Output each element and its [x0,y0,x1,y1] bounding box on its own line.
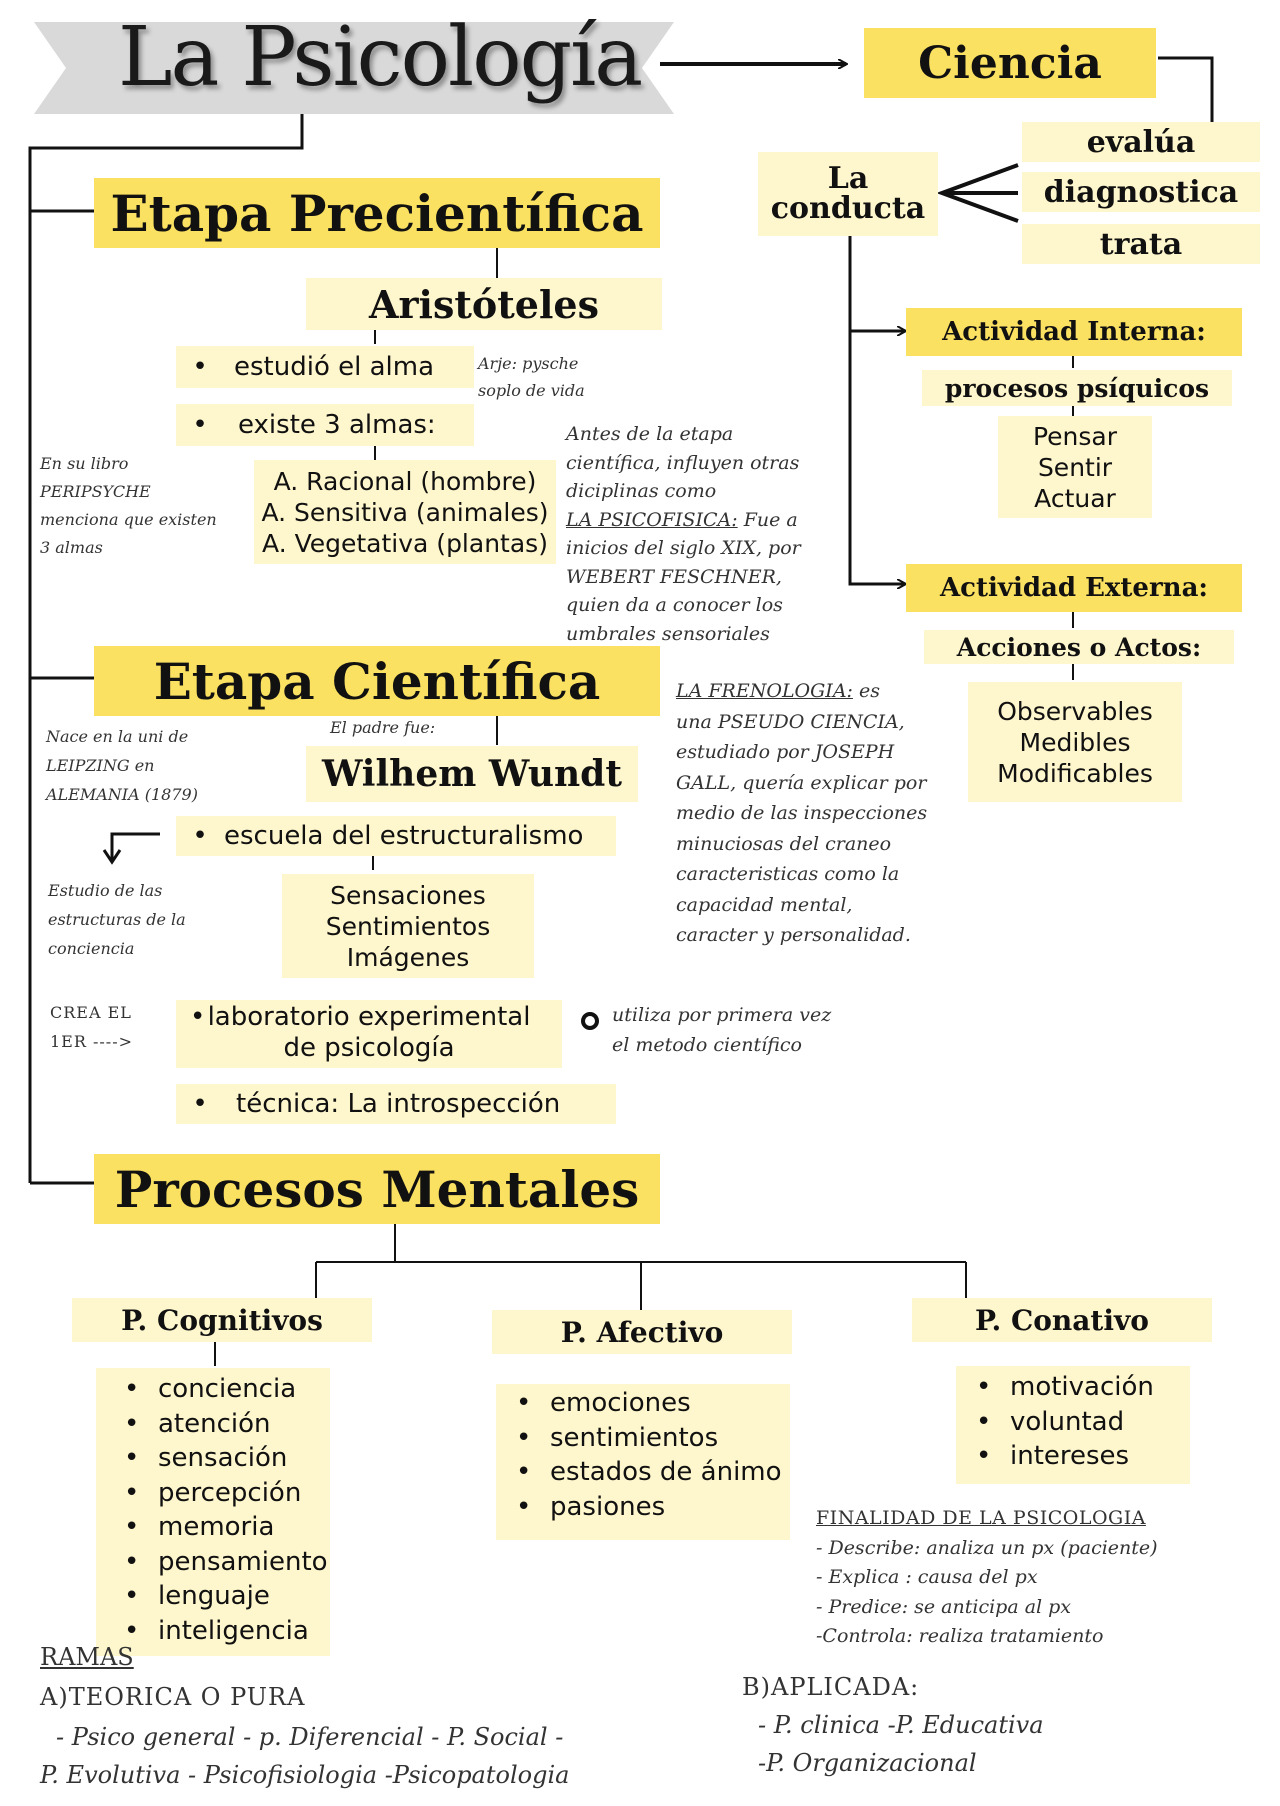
alma-racional: A. Racional (hombre) [273,466,537,496]
item-sentimientos: Sentimientos [325,911,491,941]
note-crea: CREA EL 1ER ----> [50,1003,134,1051]
finalidad-title: FINALIDAD DE LA PSICOLOGIA [816,1507,1146,1529]
list-item: motivación [968,1370,1190,1405]
note-nace: Nace en la uni de LEIPZING en ALEMANIA (… [46,727,198,804]
finalidad-item: - Describe: analiza un px (paciente) [816,1536,1158,1559]
actividad-interna-items: Pensar Sentir Actuar [998,416,1152,518]
list-item: conciencia [116,1372,330,1407]
list-item: emociones [508,1386,790,1421]
frenologia-label: LA FRENOLOGIA: [676,680,853,702]
conativo-list: motivación voluntad intereses [968,1370,1190,1474]
bullet-estudio-alma: •estudió el alma [176,346,474,388]
actividad-interna-box: Actividad Interna: [906,308,1242,356]
ramas-teorica-title: A)TEORICA O PURA [40,1683,306,1711]
page-title: La Psicología [118,10,643,105]
item-sentir: Sentir [1037,452,1113,482]
list-item: estados de ánimo [508,1455,790,1490]
acciones-actos-box: Acciones o Actos: [924,630,1234,664]
ramas-title: RAMAS [40,1643,134,1671]
procesos-mentales-box: Procesos Mentales [94,1154,660,1224]
afectivo-list-box: emociones sentimientos estados de ánimo … [496,1384,790,1540]
p-cognitivos-box: P. Cognitivos [72,1298,372,1342]
finalidad-item: -Controla: realiza tratamiento [816,1625,1104,1647]
item-modificables: Modificables [997,758,1153,788]
item-actuar: Actuar [1034,483,1116,513]
p-conativo-box: P. Conativo [912,1298,1212,1342]
etapa-precientifica-box: Etapa Precientífica [94,178,660,248]
actividad-externa-box: Actividad Externa: [906,564,1242,612]
bullet-laboratorio: • laboratorio experimental de psicología [176,1000,562,1068]
verb-evalua: evalúa [1022,122,1260,162]
cognitivos-list-box: conciencia atención sensación percepción… [96,1368,330,1656]
list-item: inteligencia [116,1614,330,1649]
list-item: voluntad [968,1405,1190,1440]
cognitivos-list: conciencia atención sensación percepción… [116,1372,330,1648]
bullet-tecnica: •técnica: La introspección [176,1084,616,1124]
ramas-teorica-line1: - Psico general - p. Diferencial - P. So… [56,1723,564,1751]
list-item: lenguaje [116,1579,330,1614]
list-item: percepción [116,1476,330,1511]
conativo-list-box: motivación voluntad intereses [956,1366,1190,1484]
list-item: pasiones [508,1490,790,1525]
conducta-line2: conducta [770,191,926,226]
note-frenologia: LA FRENOLOGIA: es una PSEUDO CIENCIA, es… [676,680,928,946]
alma-vegetativa: A. Vegetativa (plantas) [262,528,548,558]
ciencia-box: Ciencia [864,28,1156,98]
aristoteles-box: Aristóteles [306,278,662,330]
ramas-aplicada-line2: -P. Organizacional [758,1749,977,1777]
procesos-psiquicos-box: procesos psíquicos [922,370,1232,406]
note-utiliza: utiliza por primera vez el metodo cientí… [612,1004,832,1056]
item-imagenes: Imágenes [346,942,470,972]
note-padre: El padre fue: [330,718,436,737]
bullet-tres-almas: •existe 3 almas: [176,404,474,446]
conducta-box: La conducta [758,152,938,236]
note-arje: Arje: pysche soplo de vida [478,354,585,400]
etapa-cientifica-box: Etapa Científica [94,646,660,716]
note-peripsyche: En su libro PERIPSYCHE menciona que exis… [40,454,217,557]
bullet-estructuralismo: •escuela del estructuralismo [176,816,616,856]
title-banner [34,22,674,114]
list-item: intereses [968,1439,1190,1474]
item-sensaciones: Sensaciones [330,880,486,910]
wundt-box: Wilhem Wundt [306,746,638,802]
ramas-aplicada-line1: - P. clinica -P. Educativa [758,1711,1044,1739]
verb-diagnostica: diagnostica [1022,172,1260,212]
item-observables: Observables [997,696,1153,726]
list-item: pensamiento [116,1545,330,1580]
list-item: sentimientos [508,1421,790,1456]
almas-list: A. Racional (hombre) A. Sensitiva (anima… [254,460,556,564]
list-item: atención [116,1407,330,1442]
actividad-externa-items: Observables Medibles Modificables [968,682,1182,802]
alma-sensitiva: A. Sensitiva (animales) [261,497,549,527]
estructuras-list: Sensaciones Sentimientos Imágenes [282,874,534,978]
finalidad-item: - Predice: se anticipa al px [816,1595,1072,1618]
note-estudio: Estudio de las estructuras de la concien… [48,881,186,958]
ramas-aplicada-title: B)APLICADA: [742,1673,920,1701]
finalidad-block: FINALIDAD DE LA PSICOLOGIA - Describe: a… [816,1504,1158,1652]
list-item: sensación [116,1441,330,1476]
item-medibles: Medibles [1019,727,1131,757]
p-afectivo-box: P. Afectivo [492,1310,792,1354]
verb-trata: trata [1022,224,1260,264]
psicofisica-label: LA PSICOFISICA: [566,508,738,531]
ciencia-label: Ciencia [918,37,1102,89]
conducta-line1: La [827,161,869,196]
note-psicofisica: Antes de la etapa científica, influyen o… [566,423,801,645]
item-pensar: Pensar [1032,421,1118,451]
list-item: memoria [116,1510,330,1545]
afectivo-list: emociones sentimientos estados de ánimo … [508,1386,790,1524]
ramas-teorica-line2: P. Evolutiva - Psicofisiologia -Psicopat… [40,1761,570,1789]
finalidad-item: - Explica : causa del px [816,1566,1038,1588]
